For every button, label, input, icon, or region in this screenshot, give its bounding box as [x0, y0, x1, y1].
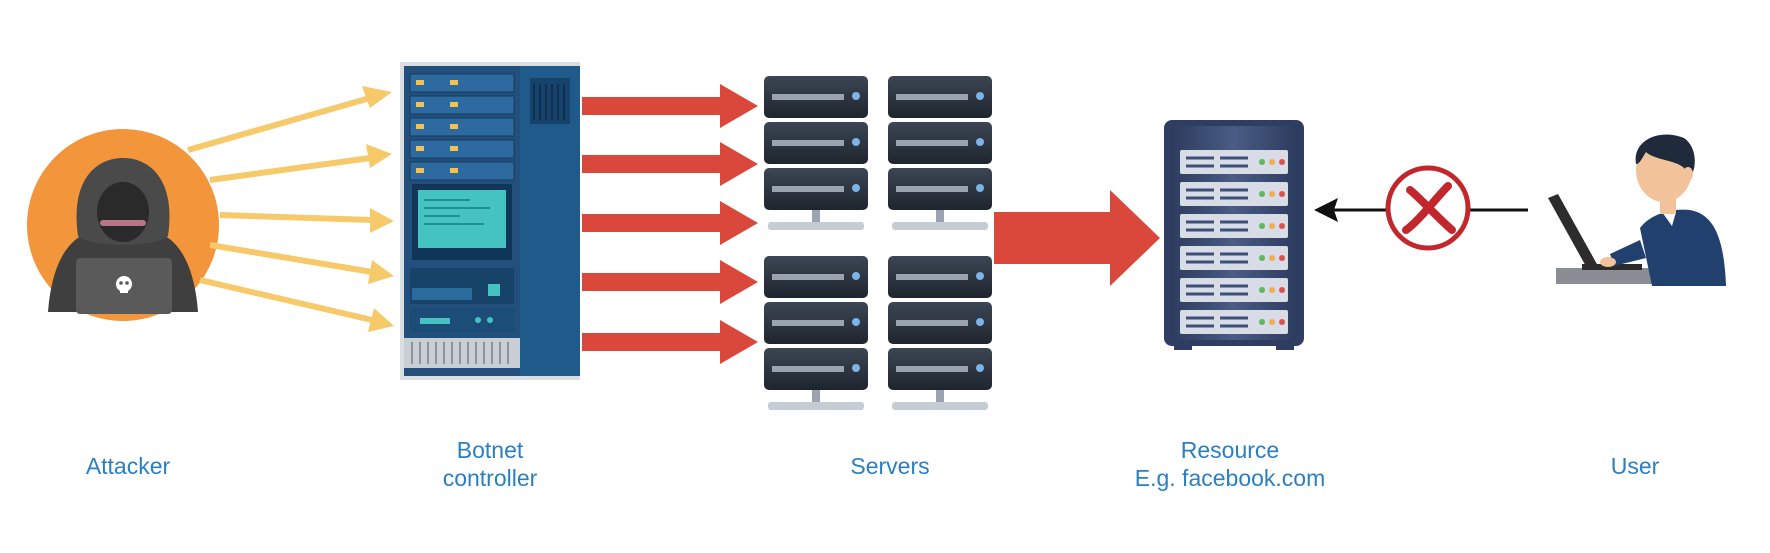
botnet-label-line2: controller	[442, 465, 538, 491]
servers-group	[764, 76, 992, 410]
botnet-arrow-1	[582, 84, 758, 128]
attacker-label-text: Attacker	[85, 453, 171, 479]
laptop-user-icon	[1548, 134, 1726, 286]
attacker-icon	[27, 129, 219, 321]
server-stack-icon	[764, 76, 868, 230]
botnet-arrow-3	[582, 201, 758, 245]
attack-arrow-1	[187, 86, 392, 153]
attack-arrow-4	[209, 242, 394, 284]
server-stack-icon	[888, 256, 992, 410]
attack-arrow-5	[199, 277, 394, 332]
attack-arrow-3	[219, 208, 394, 233]
servers-to-resource-arrow	[994, 190, 1160, 286]
face	[97, 182, 149, 242]
botnet-arrow-2	[582, 142, 758, 186]
attacker-label: Attacker	[48, 452, 208, 480]
resource-label: Resource E.g. facebook.com	[1080, 436, 1380, 492]
resource-server-rack-icon	[1164, 120, 1304, 350]
resource-label-line1: Resource	[1180, 437, 1280, 463]
botnet-server-rack-icon	[400, 62, 580, 380]
botnet-arrow-4	[582, 260, 758, 304]
server-stack-icon	[764, 256, 868, 410]
botnet-controller-label: Botnet controller	[400, 436, 580, 492]
user-label: User	[1560, 452, 1710, 480]
servers-label: Servers	[810, 452, 970, 480]
user-label-text: User	[1610, 453, 1660, 479]
resource-label-line2: E.g. facebook.com	[1134, 465, 1326, 491]
servers-label-text: Servers	[850, 453, 930, 479]
botnet-arrow-5	[582, 320, 758, 364]
botnet-label-line1: Botnet	[456, 437, 524, 463]
botnet-arrows	[582, 84, 758, 364]
blocked-x-icon	[1385, 165, 1471, 251]
attacker-arrows	[187, 86, 394, 332]
attack-arrow-2	[209, 144, 392, 183]
server-stack-icon	[888, 76, 992, 230]
